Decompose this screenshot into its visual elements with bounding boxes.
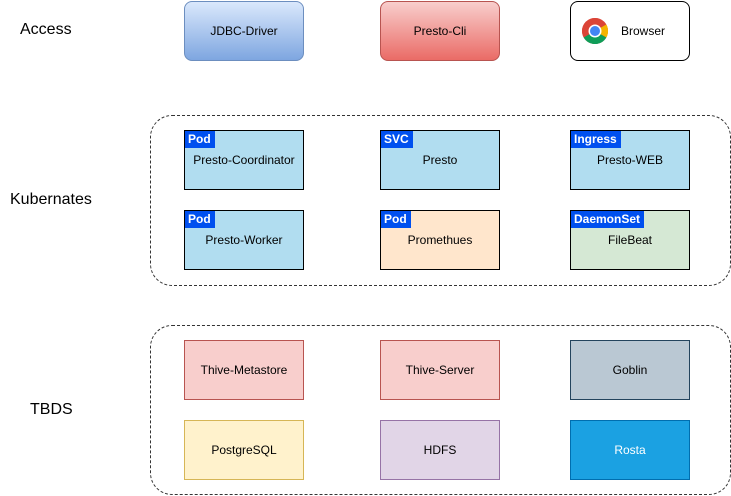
postgresql-label: PostgreSQL: [211, 443, 277, 457]
presto-svc-node[interactable]: SVC Presto: [380, 130, 500, 190]
rosta-node[interactable]: Rosta: [570, 420, 690, 480]
svc-badge: SVC: [381, 131, 413, 148]
promethues-label: Promethues: [407, 233, 473, 247]
filebeat-node[interactable]: DaemonSet FileBeat: [570, 210, 690, 270]
thive-server-label: Thive-Server: [405, 363, 475, 377]
daemonset-badge: DaemonSet: [571, 211, 645, 228]
presto-web-node[interactable]: Ingress Presto-WEB: [570, 130, 690, 190]
presto-cli-label: Presto-Cli: [413, 24, 467, 38]
hdfs-label: HDFS: [423, 443, 457, 457]
presto-web-label: Presto-WEB: [596, 153, 663, 167]
tbds-label: TBDS: [30, 401, 73, 418]
ingress-badge: Ingress: [571, 131, 621, 148]
pod-badge: Pod: [185, 211, 215, 228]
access-label: Access: [20, 21, 72, 38]
goblin-node[interactable]: Goblin: [570, 340, 690, 400]
hdfs-node[interactable]: HDFS: [380, 420, 500, 480]
jdbc-driver-label: JDBC-Driver: [210, 24, 278, 38]
chrome-icon: [581, 18, 609, 45]
thive-server-node[interactable]: Thive-Server: [380, 340, 500, 400]
filebeat-label: FileBeat: [607, 233, 653, 247]
pod-badge: Pod: [381, 211, 411, 228]
presto-worker-label: Presto-Worker: [205, 233, 283, 247]
thive-metastore-node[interactable]: Thive-Metastore: [184, 340, 304, 400]
thive-metastore-label: Thive-Metastore: [200, 363, 288, 377]
promethues-node[interactable]: Pod Promethues: [380, 210, 500, 270]
presto-svc-label: Presto: [422, 153, 458, 167]
postgresql-node[interactable]: PostgreSQL: [184, 420, 304, 480]
presto-cli-node[interactable]: Presto-Cli: [380, 1, 500, 61]
kubernetes-label: Kubernates: [10, 191, 92, 208]
goblin-label: Goblin: [612, 363, 648, 377]
browser-node[interactable]: Browser: [570, 1, 690, 61]
rosta-label: Rosta: [614, 443, 646, 457]
browser-label: Browser: [621, 24, 666, 38]
jdbc-driver-node[interactable]: JDBC-Driver: [184, 1, 304, 61]
presto-coordinator-node[interactable]: Pod Presto-Coordinator: [184, 130, 304, 190]
presto-coordinator-label: Presto-Coordinator: [193, 153, 295, 167]
presto-worker-node[interactable]: Pod Presto-Worker: [184, 210, 304, 270]
pod-badge: Pod: [185, 131, 215, 148]
